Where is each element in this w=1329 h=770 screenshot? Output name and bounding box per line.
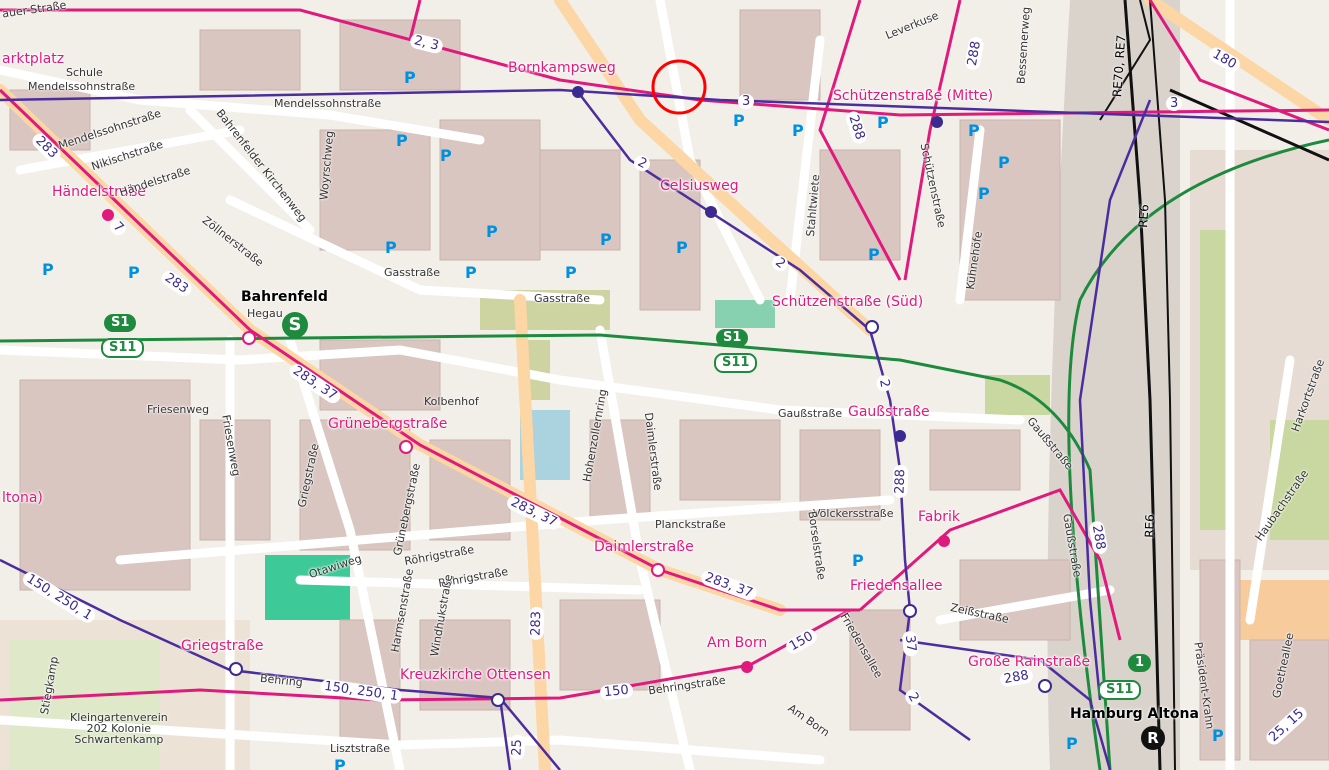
kleingarten-area [10,640,160,770]
stop-label[interactable]: Schützenstraße (Mitte) [833,88,994,104]
street-label: Völckersstraße [813,507,894,520]
sbahn-station-icon[interactable]: S [282,312,308,338]
stop-markers [102,86,1052,707]
street-label: Mendelssohnstraße [28,80,136,93]
s1-badge: 1 [1128,654,1152,672]
stop-label[interactable]: Friedensallee [850,578,943,594]
street-label: Hegau [247,307,283,320]
parking-icon: P [465,263,477,282]
route-label: 283 [528,606,545,641]
parking-icon: P [396,131,408,150]
parking-icon: P [852,551,864,570]
stop-label[interactable]: Fabrik [918,509,960,525]
regional-station-icon[interactable]: R [1141,726,1165,750]
street-label: Friesenweg [147,403,210,416]
parking-icon: P [733,111,745,130]
s11-badge: S11 [714,353,758,373]
s1-badge: S1 [716,329,749,347]
route-label: 25 [509,734,526,761]
parking-icon: P [128,263,140,282]
stop-label[interactable]: Kreuzkirche Ottensen [400,667,551,683]
route-label: 3 [738,94,755,109]
stop-label[interactable]: Daimlerstraße [594,539,694,555]
parking-icon: P [404,68,416,87]
place-label-line: 202 Kolonie [86,722,152,735]
street-label: Gaußstraße [778,407,843,420]
stop-label[interactable]: Griegstraße [181,638,264,654]
parking-icon: P [1212,726,1224,745]
parking-icon: P [877,113,889,132]
rail-label: RE6 [1142,513,1158,539]
route-label: 37 [901,630,920,657]
stop-label[interactable]: Händelstraße [52,184,146,200]
parking-icon: P [998,153,1010,172]
street-label: Lisztstraße [330,742,391,755]
parking-icon: P [600,230,612,249]
s11-badge: S11 [1098,680,1142,700]
parking-icon: P [486,222,498,241]
sports-field [265,555,350,620]
parking-icon: P [565,263,577,282]
street-label: Gasstraße [384,266,440,279]
route-label: 3 [1166,96,1183,111]
parking-icon: P [978,184,990,203]
stop-label[interactable]: Grünebergstraße [328,416,448,432]
parking-icon: P [334,756,346,770]
primary-route [0,0,1329,702]
parking-icon: P [792,121,804,140]
place-label: Schule [66,66,103,79]
stop-label[interactable]: Schützenstraße (Süd) [772,294,924,310]
place-label: Kleingartenverein 202 Kolonie Schwartenk… [70,712,168,745]
station-label[interactable]: Bahrenfeld [241,289,328,305]
stop-label[interactable]: ltona) [2,490,43,506]
place-label: Kolbenhof [424,395,479,408]
stop-label[interactable]: Gaußstraße [848,404,930,420]
s1-badge: S1 [104,314,137,332]
route-label: 288 [892,464,909,499]
rail-label: RE6 [1135,203,1152,229]
parking-icon: P [968,121,980,140]
street-label: Mendelssohnstraße [274,97,382,110]
parking-icon: P [676,238,688,257]
parking-icon: P [1066,734,1078,753]
station-label[interactable]: Hamburg Altona [1070,706,1199,722]
parking-icon: P [385,238,397,257]
street-label: Gasstraße [534,292,590,305]
parking-icon: P [868,245,880,264]
park-area [1200,230,1230,530]
s11-badge: S11 [101,338,145,358]
street-label: Planckstraße [655,518,726,531]
parking-icon: P [42,260,54,279]
stop-label[interactable]: Große Rainstraße [968,654,1091,670]
highlight-circle [651,59,707,115]
stop-label[interactable]: arktplatz [2,51,65,67]
stop-label[interactable]: Am Born [707,635,768,651]
stop-label[interactable]: Celsiusweg [660,178,739,194]
stop-label[interactable]: Bornkampsweg [508,60,616,76]
rail-yard [1047,0,1180,770]
place-label-line: Kleingartenverein [70,711,168,724]
parking-icon: P [440,146,452,165]
place-label-line: Schwartenkamp [74,733,164,746]
